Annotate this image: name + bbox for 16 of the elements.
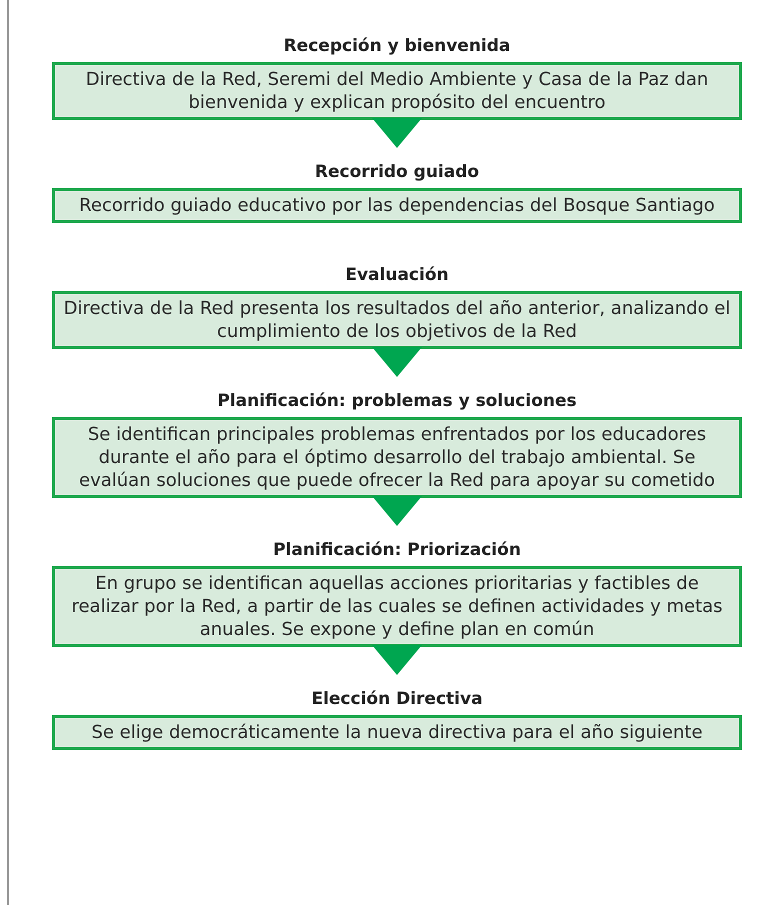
flow-arrow — [372, 645, 422, 675]
step-description: Se identifican principales problemas enfrentados por los educadores durante el año para el óptimo desarrollo del trabajo ambiental. Se evalúan soluciones que puede ofrecer la Red para apoyar su cometido — [78, 423, 716, 492]
step-heading: Recepción y bienvenida — [284, 36, 510, 56]
step-heading: Elección Directiva — [311, 689, 483, 709]
flow-arrow — [372, 347, 422, 377]
flow-arrow — [372, 118, 422, 148]
flow-arrow — [372, 496, 422, 526]
step-description: Se elige democráticamente la nueva directiva para el año siguiente — [90, 721, 704, 744]
step-description: Directiva de la Red, Seremi del Medio Ambiente y Casa de la Paz dan bienvenida y explican propósito del encuentro — [84, 68, 710, 114]
step-description: Recorrido guiado educativo por las dependencias del Bosque Santiago — [78, 194, 716, 217]
step-heading: Planificación: Priorización — [273, 540, 521, 560]
step-heading: Recorrido guiado — [314, 162, 480, 182]
step-description: Directiva de la Red presenta los resultados del año anterior, analizando el cumplimiento de los objetivos de la Red — [62, 297, 732, 343]
step-description: En grupo se identifican aquellas acciones prioritarias y factibles de realizar por la Red, a partir de las cuales se definen actividades y metas anuales. Se expone y define plan en común — [70, 572, 724, 641]
step-heading: Planificación: problemas y soluciones — [217, 391, 577, 411]
step-heading: Evaluación — [345, 265, 449, 285]
